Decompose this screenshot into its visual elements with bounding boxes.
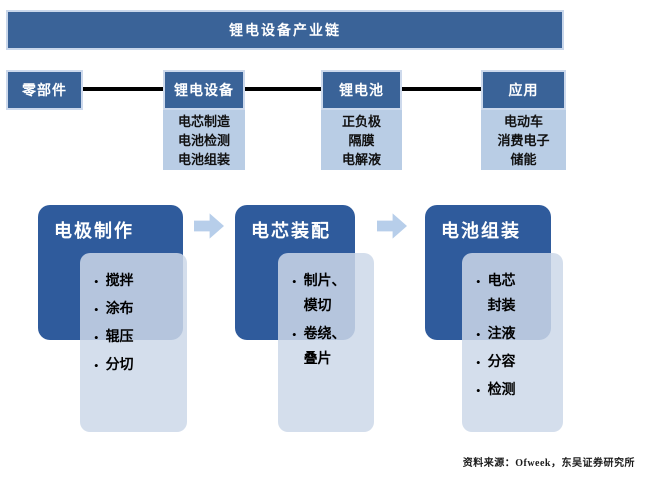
step-label: 涂布 [105,302,134,317]
header-banner-title: 锂电设备产业链 [229,24,341,39]
step-item: • 电芯 封装 [476,269,557,319]
step-label: 注液 [487,327,516,342]
chain-sub-equipment: 电芯制造 电池检测 电池组装 [163,110,245,170]
step-item: • 检测 [476,378,557,403]
chain-node-equipment: 锂电设备 [163,70,245,110]
source-note: 资料来源：Ofweek，东吴证券研究所 [462,458,635,469]
chain-sub-application: 电动车 消费电子 储能 [481,110,566,170]
stage-pack-assembly-panel: • 电芯 封装 • 注液 • 分容 • 检测 [462,253,563,432]
step-label: 分切 [105,358,134,373]
chain-node-components: 零部件 [6,70,83,110]
chain-node-label: 应用 [508,84,539,99]
bullet-icon: • [94,330,99,345]
chain-sub-item: 正负极 [341,114,381,129]
arrow-right-icon [194,213,224,239]
bullet-icon: • [94,358,99,373]
step-item: • 分切 [94,353,181,378]
arrow-right-icon [377,213,407,239]
step-label: 制片、 模切 [303,274,346,314]
step-item: • 卷绕、 叠片 [292,322,368,372]
step-label: 检测 [487,383,516,398]
stage-title: 电池组装 [441,221,521,241]
chain-sub-item: 电芯制造 [177,114,230,129]
chain-node-battery: 锂电池 [321,70,402,110]
bullet-icon: • [476,355,481,370]
chain-connector-line [80,87,486,91]
stage-cell-assembly-panel: • 制片、 模切 • 卷绕、 叠片 [278,253,374,432]
step-item: • 注液 [476,322,557,347]
chain-node-label: 锂电池 [339,84,384,99]
step-item: • 搅拌 [94,269,181,294]
bullet-icon: • [292,327,297,342]
header-banner: 锂电设备产业链 [6,10,564,50]
chain-sub-item: 消费电子 [497,133,550,148]
chain-sub-item: 电池组装 [177,152,230,167]
chain-node-label: 锂电设备 [174,84,234,99]
step-label: 搅拌 [105,274,134,289]
step-item: • 辊压 [94,325,181,350]
step-label: 分容 [487,355,516,370]
chain-sub-item: 电动车 [503,114,543,129]
step-item: • 制片、 模切 [292,269,368,319]
chain-node-label: 零部件 [22,84,67,99]
chain-sub-item: 储能 [510,152,537,167]
bullet-icon: • [94,302,99,317]
bullet-icon: • [476,274,481,289]
bullet-icon: • [476,327,481,342]
step-item: • 涂布 [94,297,181,322]
chain-node-application: 应用 [481,70,566,110]
bullet-icon: • [94,274,99,289]
chain-sub-item: 电解液 [341,152,381,167]
stage-title: 电芯装配 [251,221,331,241]
step-label: 电芯 封装 [487,274,516,314]
stage-title: 电极制作 [54,221,134,241]
stage-electrode-panel: • 搅拌 • 涂布 • 辊压 • 分切 [80,253,187,432]
step-label: 卷绕、 叠片 [303,327,346,367]
chain-sub-battery: 正负极 隔膜 电解液 [321,110,402,170]
step-label: 辊压 [105,330,134,345]
chain-sub-item: 电池检测 [177,133,230,148]
chain-sub-item: 隔膜 [348,133,375,148]
bullet-icon: • [476,383,481,398]
step-item: • 分容 [476,350,557,375]
bullet-icon: • [292,274,297,289]
